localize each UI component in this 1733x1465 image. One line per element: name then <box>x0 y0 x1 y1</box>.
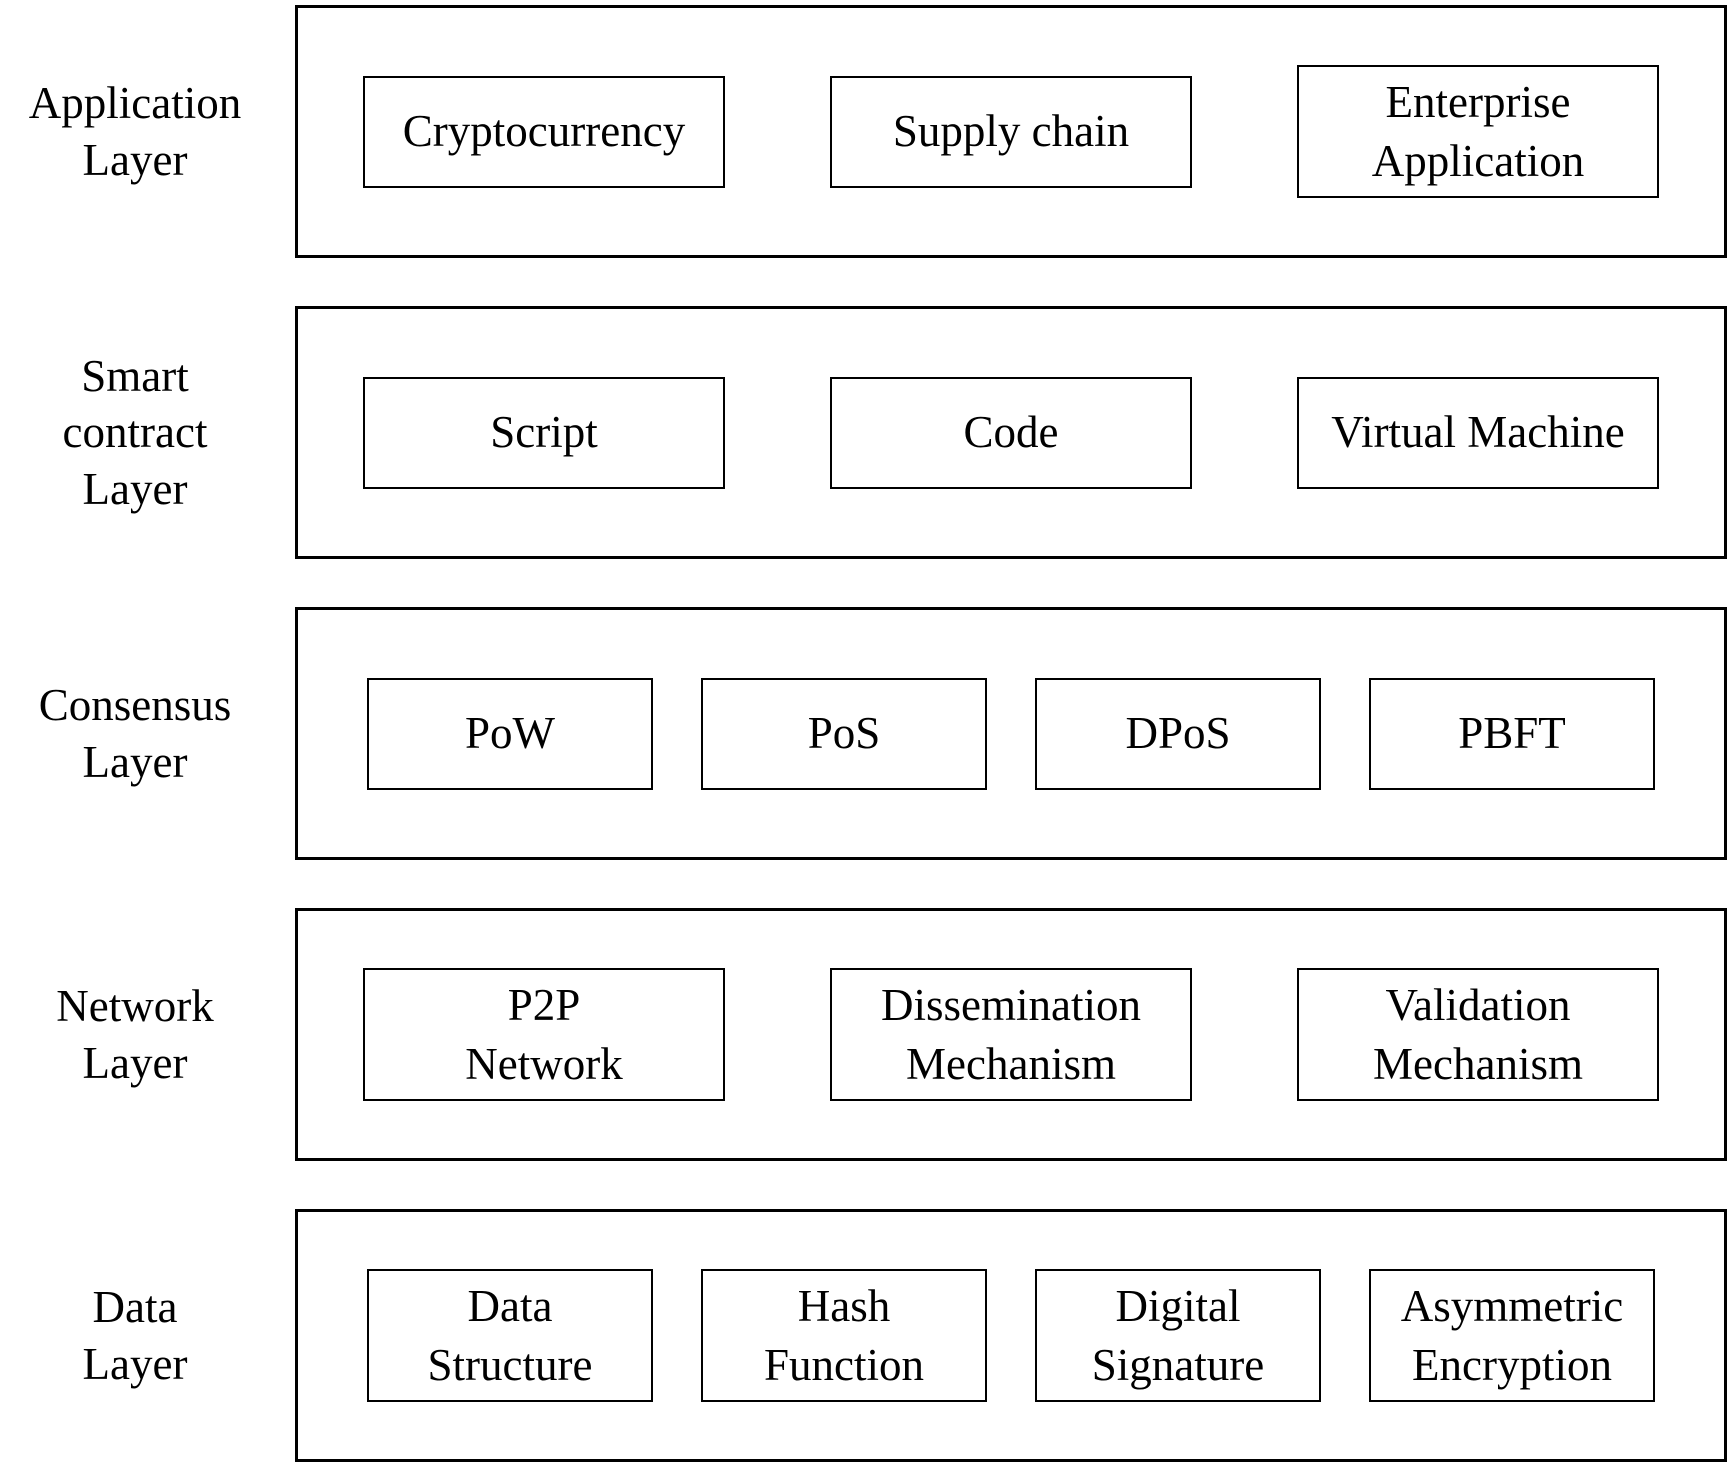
layer-row-smart-contract: Smart contract Layer Script Code Virtual… <box>0 306 1733 559</box>
box-pos: PoS <box>701 677 987 790</box>
box-hash-function: Hash Function <box>701 1269 987 1402</box>
box-dissemination-mechanism: Dissemination Mechanism <box>830 968 1192 1101</box>
box-pbft: PBFT <box>1369 677 1655 790</box>
box-asymmetric-encryption: Asymmetric Encryption <box>1369 1269 1655 1402</box>
box-dpos: DPoS <box>1035 677 1321 790</box>
box-pow: PoW <box>367 677 653 790</box>
layer-container-smart-contract: Script Code Virtual Machine <box>295 306 1727 559</box>
box-virtual-machine: Virtual Machine <box>1297 376 1659 489</box>
box-p2p-network: P2P Network <box>363 968 725 1101</box>
layer-container-network: P2P Network Dissemination Mechanism Vali… <box>295 908 1727 1161</box>
box-digital-signature: Digital Signature <box>1035 1269 1321 1402</box>
layer-row-application: Application Layer Cryptocurrency Supply … <box>0 5 1733 258</box>
box-data-structure: Data Structure <box>367 1269 653 1402</box>
box-validation-mechanism: Validation Mechanism <box>1297 968 1659 1101</box>
layer-container-consensus: PoW PoS DPoS PBFT <box>295 607 1727 860</box>
layer-label-network: Network Layer <box>56 981 214 1088</box>
box-script: Script <box>363 376 725 489</box>
layer-label-application: Application Layer <box>28 78 242 185</box>
box-supply-chain: Supply chain <box>830 75 1192 188</box>
layer-label-data: Data Layer <box>82 1282 188 1389</box>
layer-row-consensus: Consensus Layer PoW PoS DPoS PBFT <box>0 607 1733 860</box>
box-enterprise-application: Enterprise Application <box>1297 65 1659 198</box>
layer-container-application: Cryptocurrency Supply chain Enterprise A… <box>295 5 1727 258</box>
box-code: Code <box>830 376 1192 489</box>
layer-row-network: Network Layer P2P Network Dissemination … <box>0 908 1733 1161</box>
box-cryptocurrency: Cryptocurrency <box>363 75 725 188</box>
layer-container-data: Data Structure Hash Function Digital Sig… <box>295 1209 1727 1462</box>
layer-label-smart-contract: Smart contract Layer <box>62 351 208 514</box>
layer-label-consensus: Consensus Layer <box>38 680 232 787</box>
layer-row-data: Data Layer Data Structure Hash Function … <box>0 1209 1733 1462</box>
